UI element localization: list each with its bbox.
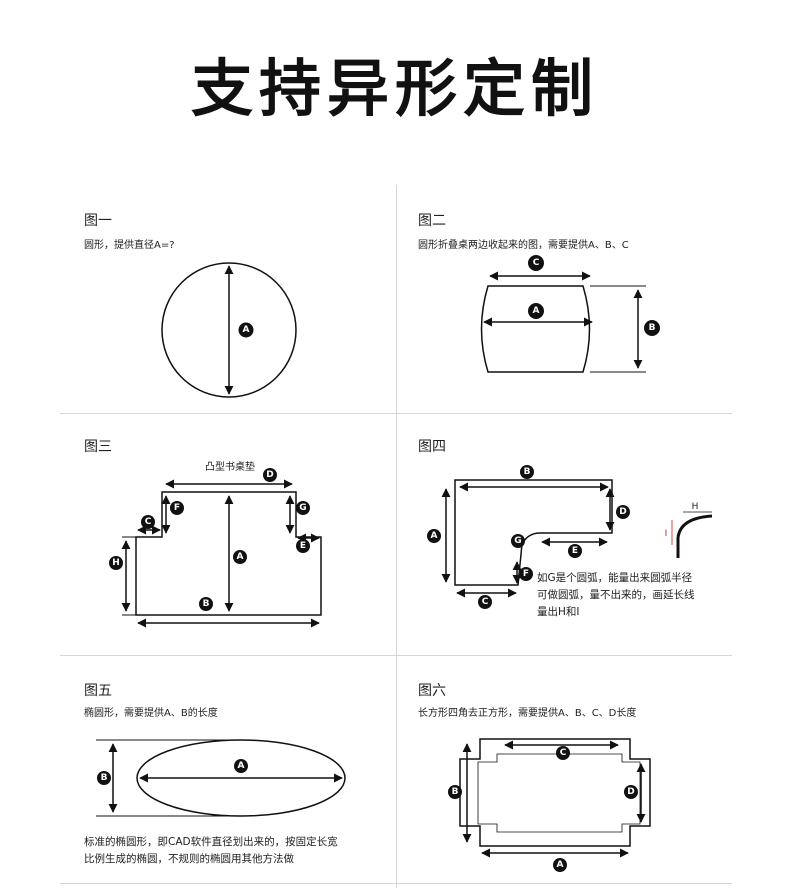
badge-d: D: [263, 468, 277, 482]
badge-c: C: [141, 515, 155, 529]
badge-b-text: B: [101, 773, 108, 783]
badge-a: A: [553, 858, 567, 872]
arc-h-label: H: [692, 502, 699, 512]
panel-4-note-line-2: 可做圆弧，量不出来的，画延长线: [537, 589, 695, 601]
badge-b-text: B: [203, 599, 210, 609]
badge-g-text: G: [514, 536, 521, 546]
badge-d-text: D: [619, 507, 626, 517]
badge-b-text: B: [452, 787, 459, 797]
badge-d: D: [624, 785, 638, 799]
badge-a: A: [528, 303, 544, 319]
grid-divider-1: [60, 413, 732, 414]
badge-f: F: [170, 501, 184, 515]
panel-4-note-line-3: 量出H和I: [537, 606, 580, 618]
badge-a-text: A: [243, 325, 250, 335]
badge-e-text: E: [300, 541, 306, 551]
badge-a: A: [233, 550, 247, 564]
badge-h-text: H: [112, 558, 120, 568]
badge-c-text: C: [145, 517, 152, 527]
badge-b: B: [97, 771, 111, 785]
badge-a: A: [427, 529, 441, 543]
panel-2-desc: 圆形折叠桌两边收起来的图，需要提供A、B、C: [418, 240, 629, 251]
badge-c: C: [478, 595, 492, 609]
badge-c-text: C: [560, 748, 567, 758]
badge-b-text: B: [649, 323, 656, 333]
panel-5-note-line-2: 比例生成的椭圆，不规则的椭圆用其他方法做: [84, 853, 294, 865]
badge-f: F: [519, 567, 533, 581]
figure-4-l-shape: B A D E G F C: [427, 465, 713, 609]
panel-6-label: 图六: [418, 683, 446, 699]
convex-desk-shape: [135, 491, 322, 616]
page-title: 支持异形定制: [190, 52, 599, 125]
panel-5-label: 图五: [84, 683, 112, 699]
badge-a: A: [238, 322, 254, 338]
badge-b: B: [520, 465, 534, 479]
badge-d: D: [616, 505, 630, 519]
grid-divider-3: [60, 883, 732, 884]
badge-c-text: C: [482, 597, 489, 607]
badge-f-text: F: [523, 569, 529, 579]
badge-a-text: A: [557, 860, 564, 870]
badge-b-text: B: [524, 467, 531, 477]
badge-g-text: G: [299, 503, 306, 513]
badge-b: B: [448, 785, 462, 799]
badge-e: E: [568, 544, 582, 558]
folding-table-shape: [480, 285, 591, 373]
figure-1-circle: A: [161, 262, 297, 398]
panel-3-label: 图三: [84, 439, 112, 455]
badge-f-text: F: [174, 503, 180, 513]
badge-e: E: [296, 539, 310, 553]
panel-5-note: 标准的椭圆形，即CAD软件直径划出来的，按固定长宽 比例生成的椭圆，不规则的椭圆…: [84, 834, 338, 868]
notched-rectangle-inner: [477, 753, 641, 833]
arc-detail-inset: H I: [665, 502, 713, 558]
arc-i-label: I: [665, 529, 668, 539]
badge-c-text: C: [533, 258, 540, 268]
panel-4-label: 图四: [418, 439, 446, 455]
badge-a-text: A: [238, 761, 245, 771]
badge-b: B: [199, 597, 213, 611]
badge-e-text: E: [572, 546, 578, 556]
badge-d-text: D: [627, 787, 634, 797]
badge-g: G: [511, 534, 525, 548]
badge-h: H: [109, 556, 123, 570]
badge-d-text: D: [266, 470, 273, 480]
panel-4-note-line-1: 如G是个圆弧，能量出来圆弧半径: [537, 572, 693, 584]
panel-5-note-line-1: 标准的椭圆形，即CAD软件直径划出来的，按固定长宽: [84, 836, 338, 848]
badge-a: A: [234, 759, 248, 773]
badge-g: G: [296, 501, 310, 515]
badge-a-text: A: [237, 552, 244, 562]
desk-pad-label: 凸型书桌垫: [205, 460, 255, 473]
figure-3-convex-desk: 凸型书桌垫 D A F C G E: [109, 460, 322, 628]
grid-divider-2: [60, 655, 732, 656]
panel-4-note: 如G是个圆弧，能量出来圆弧半径 可做圆弧，量不出来的，画延长线 量出H和I: [537, 570, 695, 621]
grid-vertical-divider: [396, 185, 397, 888]
panel-2-label: 图二: [418, 213, 446, 229]
figure-5-ellipse: A B: [96, 739, 346, 817]
panel-1-desc: 圆形，提供直径A=?: [84, 240, 175, 251]
badge-c: C: [556, 746, 570, 760]
panel-6-desc: 长方形四角去正方形，需要提供A、B、C、D长度: [418, 708, 637, 719]
figure-2-folding-table: C A B: [480, 255, 660, 373]
panel-1-label: 图一: [84, 213, 112, 229]
badge-a-text: A: [533, 306, 540, 316]
badge-c: C: [528, 255, 544, 271]
figure-6-notched-rectangle: C B D A: [448, 738, 651, 872]
notched-rectangle-shape: [459, 738, 651, 847]
panel-5-desc: 椭圆形，需要提供A、B的长度: [84, 708, 218, 719]
circle-shape: [161, 262, 297, 398]
arc-detail-curve: [676, 514, 713, 558]
badge-b: B: [644, 320, 660, 336]
badge-a-text: A: [431, 531, 438, 541]
l-shape-outline: [454, 479, 613, 586]
